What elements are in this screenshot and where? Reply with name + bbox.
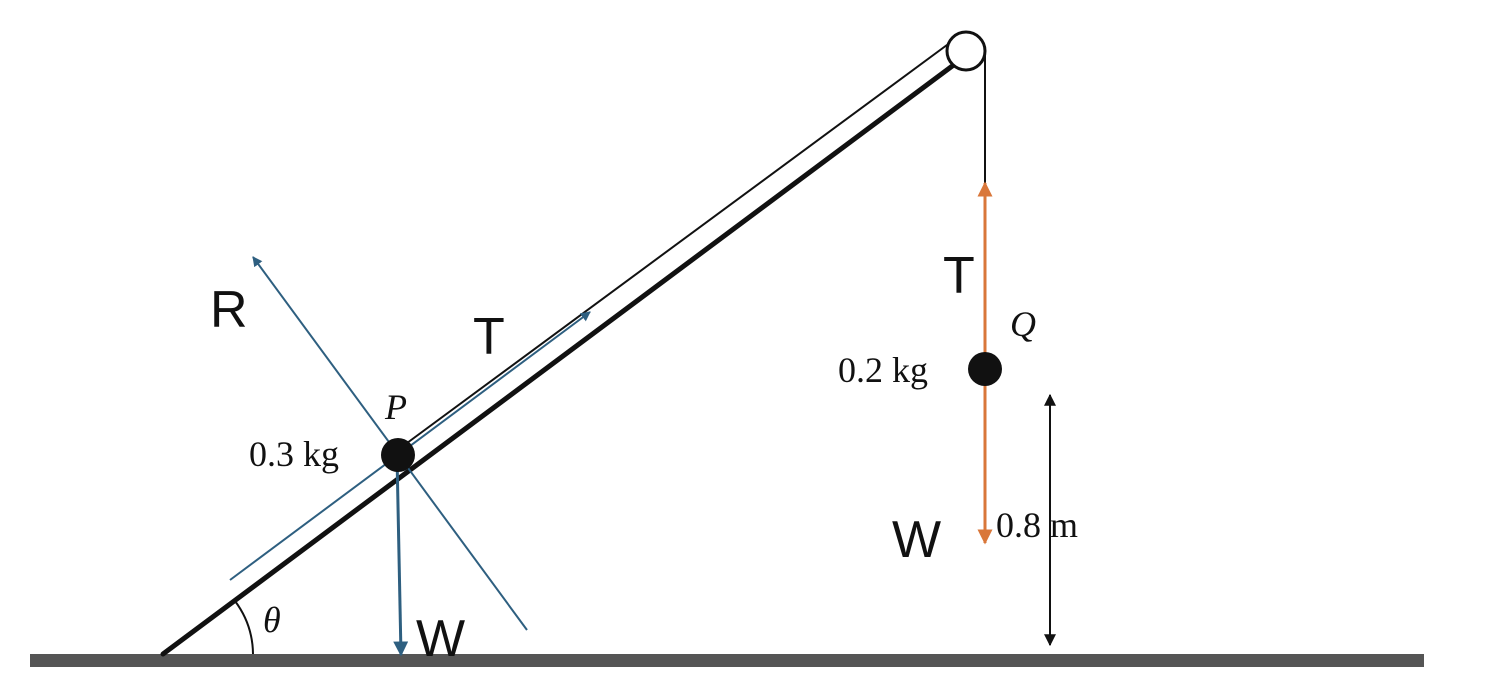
weight-label-p: W [416, 610, 465, 668]
angle-arc [234, 600, 254, 655]
tension-label-q: T [943, 247, 975, 305]
particle-q [968, 352, 1002, 386]
weight-label-q: W [892, 511, 941, 569]
particle-p [381, 438, 415, 472]
inclined-plane [160, 41, 966, 657]
particle-p-mass: 0.3 kg [249, 434, 339, 474]
particle-p-name: P [384, 387, 407, 427]
height-label: 0.8 m [996, 505, 1078, 545]
pulley [945, 30, 987, 72]
tension-label-p: T [473, 308, 505, 366]
angle-label: θ [263, 600, 281, 640]
particle-q-mass: 0.2 kg [838, 350, 928, 390]
ground-surface [30, 654, 1424, 667]
reaction-label-p: R [210, 281, 248, 339]
particle-q-name: Q [1010, 304, 1036, 344]
weight-arrow-p [393, 455, 409, 657]
